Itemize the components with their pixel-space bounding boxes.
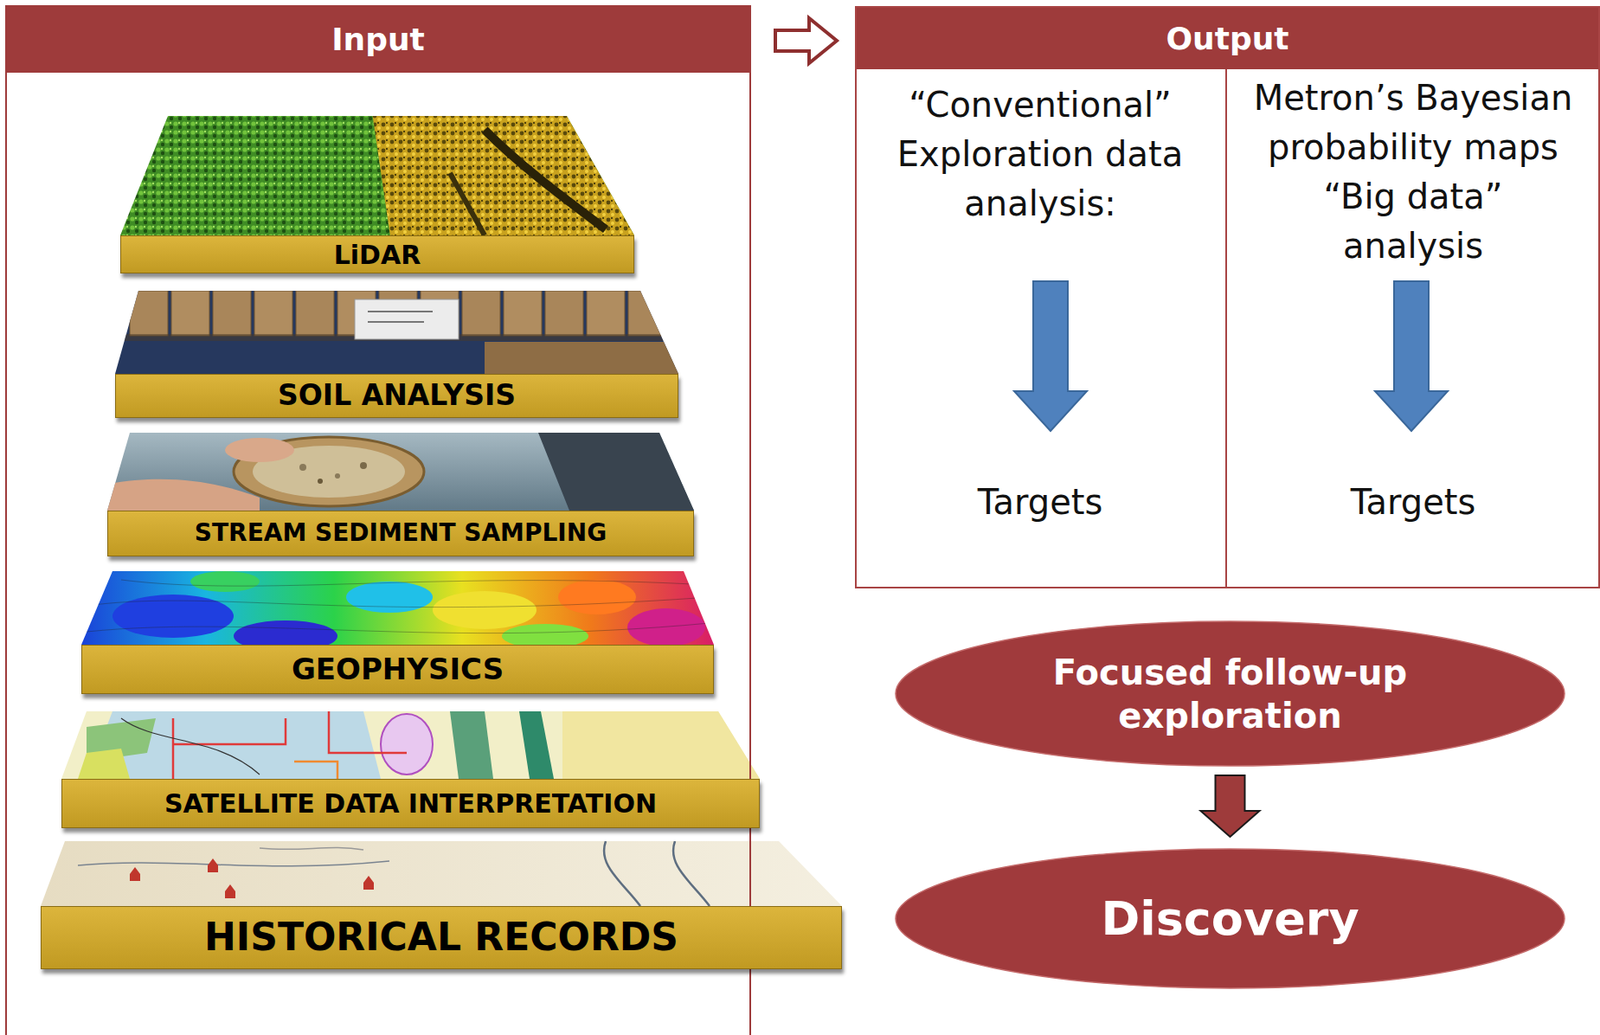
soil-sample-photo — [586, 290, 625, 336]
soil-sample-photo — [354, 299, 459, 340]
flow-arrow — [775, 18, 837, 64]
layer-label: HISTORICAL RECORDS — [204, 916, 679, 958]
geophysics-map — [86, 597, 710, 608]
ellipse-shape — [895, 848, 1565, 989]
satellite-map — [51, 705, 771, 784]
satellite-map — [294, 761, 338, 779]
step-ellipse: Focused follow-up exploration — [893, 619, 1567, 768]
soil-sample-photo — [367, 311, 433, 322]
satellite-map — [173, 718, 286, 779]
satellite-map — [449, 711, 494, 779]
stream-sediment-photo — [224, 437, 295, 463]
input-panel: InputLiDAR SOIL ANALYSIS STREAM SEDIMENT S… — [5, 5, 752, 1035]
geophysics-map — [77, 566, 719, 649]
output-panel: Output “Conventional” Exploration data an… — [854, 6, 1600, 589]
analysis-column: Metron’s Bayesian probability maps “Big … — [1226, 69, 1600, 589]
column-heading: Metron’s Bayesian probability maps “Big … — [1248, 73, 1578, 271]
lidar-image — [372, 112, 658, 243]
geophysics-map — [77, 566, 719, 652]
historical-map — [224, 884, 236, 899]
historical-map — [604, 841, 641, 907]
soil-sample-photo — [103, 285, 693, 381]
geophysics-map — [558, 579, 637, 615]
historical-map — [77, 861, 390, 867]
soil-sample-photo — [628, 290, 667, 336]
historical-map — [259, 847, 364, 850]
historical-map — [129, 867, 141, 881]
lidar-image — [112, 112, 658, 243]
geophysics-map — [346, 581, 433, 613]
step-ellipse: Discovery — [893, 847, 1567, 990]
satellite-map — [121, 718, 260, 775]
stream-sediment-photo — [299, 463, 307, 471]
panel-title: Input — [6, 6, 750, 73]
historical-map — [34, 835, 849, 913]
stream-sediment-photo — [317, 478, 323, 484]
layer-label: SOIL ANALYSIS — [277, 379, 516, 412]
step-label: Focused follow-up exploration — [1014, 650, 1447, 738]
soil-sample-photo — [254, 290, 293, 336]
stream-sediment-photo — [359, 462, 367, 470]
soil-sample-photo — [129, 290, 168, 336]
geophysics-map — [190, 571, 260, 592]
geophysics-map — [121, 579, 693, 586]
geophysics-map — [86, 623, 710, 634]
target-label: Targets — [1226, 477, 1600, 527]
data-layer-band: SATELLITE DATA INTERPRETATION — [61, 778, 760, 829]
analysis-column: “Conventional” Exploration data analysis… — [854, 69, 1228, 589]
soil-sample-photo — [503, 290, 542, 336]
soil-sample-photo — [462, 290, 501, 336]
satellite-map — [380, 713, 433, 775]
ellipse-shape — [895, 621, 1565, 766]
target-label: Targets — [854, 477, 1226, 527]
soil-sample-photo — [545, 290, 584, 336]
stream-sediment-photo — [536, 428, 701, 515]
historical-map — [34, 835, 849, 913]
column-heading: “Conventional” Exploration data analysis… — [875, 80, 1205, 229]
flow-arrow — [1201, 775, 1260, 837]
satellite-map — [519, 711, 554, 779]
satellite-map — [86, 711, 381, 779]
lidar-image — [484, 129, 606, 230]
ellipse-shape — [893, 619, 1567, 768]
soil-sample-photo — [212, 290, 251, 336]
layer-label: LiDAR — [334, 240, 422, 270]
layer-label: STREAM SEDIMENT SAMPLING — [194, 520, 607, 547]
soil-sample-photo — [484, 341, 684, 377]
down-arrow — [1014, 281, 1087, 431]
satellite-map — [328, 711, 407, 753]
geophysics-map — [432, 591, 537, 630]
stream-sediment-photo — [103, 428, 701, 520]
historical-map — [673, 841, 710, 907]
down-arrow — [1375, 281, 1448, 431]
satellite-map — [562, 705, 771, 784]
soil-sample-photo — [171, 290, 210, 336]
data-layer-band: SOIL ANALYSIS — [115, 373, 679, 418]
layer-label: SATELLITE DATA INTERPRETATION — [164, 789, 657, 818]
soil-sample-photo — [295, 290, 335, 336]
data-layer-band: GEOPHYSICS — [81, 644, 714, 694]
lidar-image — [449, 173, 485, 236]
geophysics-map — [627, 608, 706, 647]
satellite-map — [77, 748, 130, 779]
data-layer-band: HISTORICAL RECORDS — [40, 906, 842, 970]
historical-map — [207, 858, 219, 873]
stream-sediment-photo — [334, 473, 341, 479]
historical-map — [363, 875, 374, 890]
satellite-map — [51, 705, 771, 784]
soil-sample-photo — [103, 285, 693, 381]
data-layer-band: LiDAR — [120, 235, 635, 274]
layer-label: GEOPHYSICS — [291, 653, 504, 686]
data-layer-band: STREAM SEDIMENT SAMPLING — [107, 510, 694, 557]
step-label: Discovery — [1100, 889, 1359, 949]
panel-title: Output — [856, 7, 1599, 70]
